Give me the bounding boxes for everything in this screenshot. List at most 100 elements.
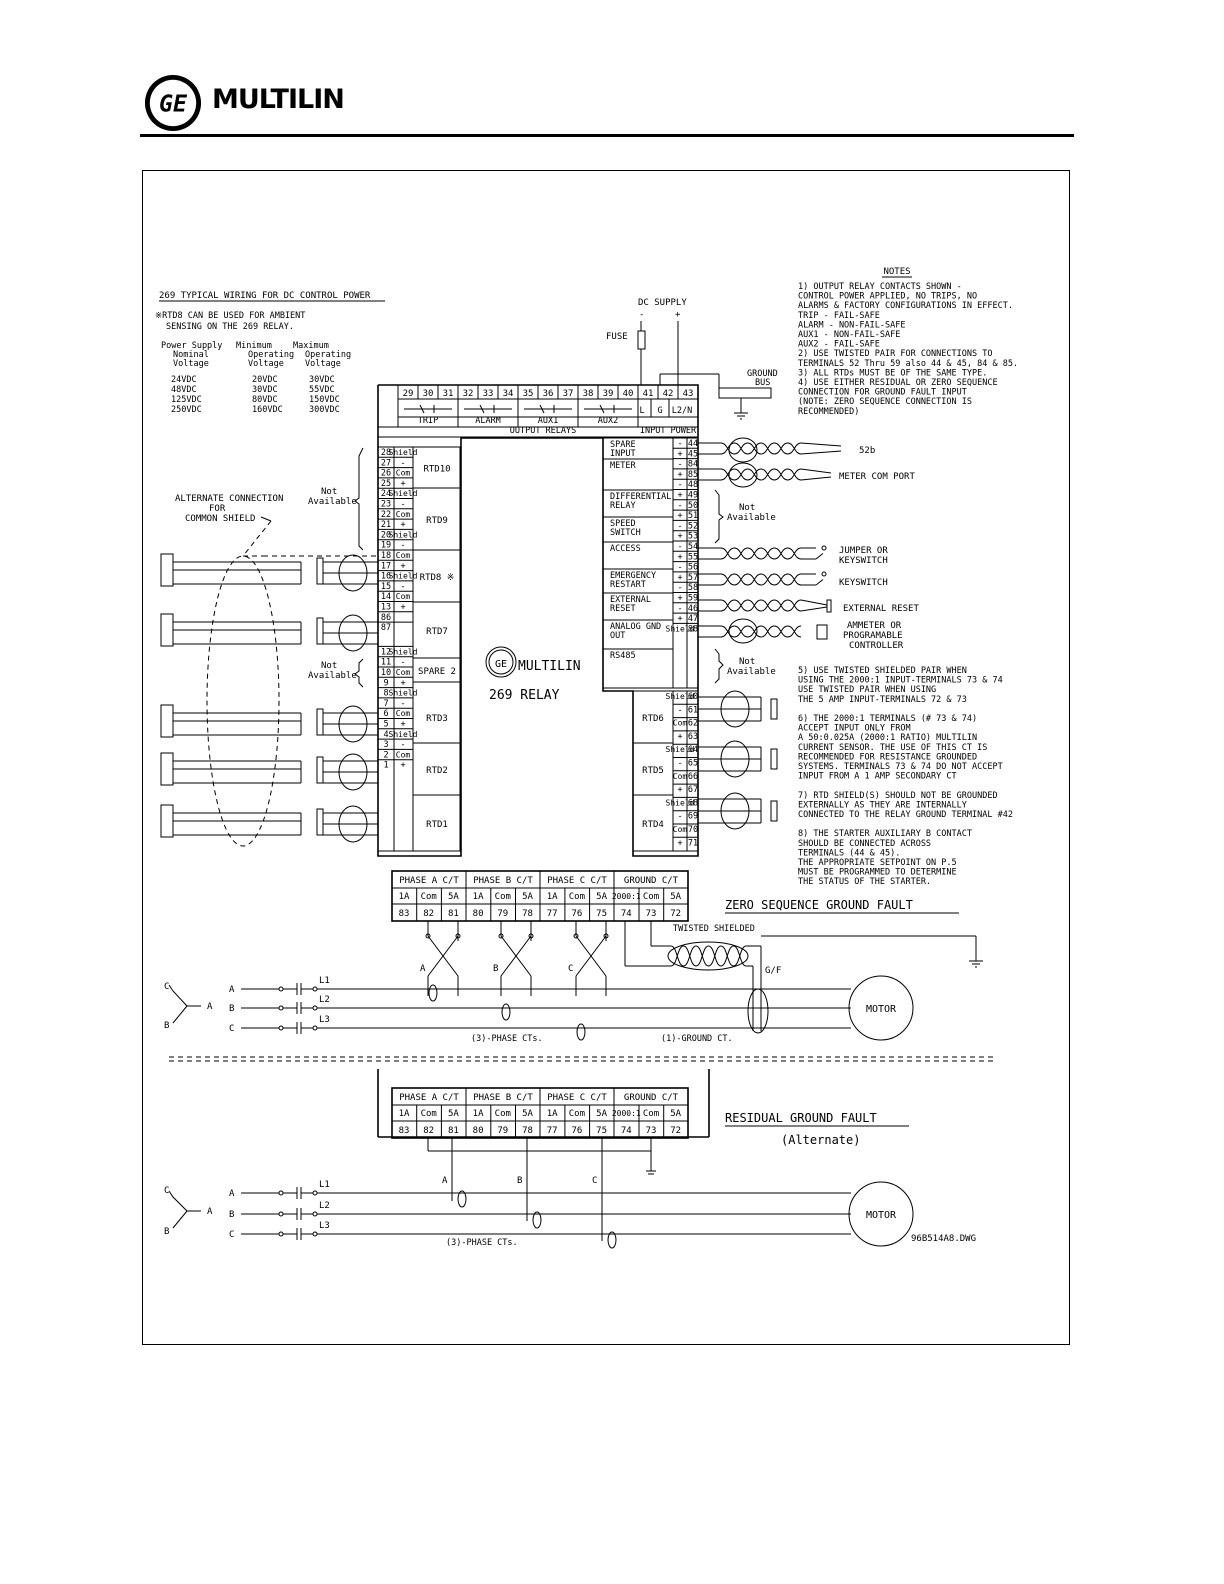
ct-group-label: GROUND C/T bbox=[624, 1093, 679, 1103]
ct-group-label: PHASE C C/T bbox=[547, 1093, 607, 1103]
terminal-number: 6 bbox=[383, 709, 388, 719]
fuse-label: FUSE bbox=[606, 332, 628, 342]
input-block-label: ANALOG GND bbox=[610, 622, 661, 632]
brace bbox=[714, 648, 724, 684]
wire-line bbox=[242, 520, 272, 557]
circle bbox=[312, 1025, 318, 1031]
ct-terminal-number: 81 bbox=[448, 909, 459, 919]
ct-terminal-number: 79 bbox=[497, 909, 508, 919]
ct-terminal-number: 73 bbox=[646, 1126, 657, 1136]
terminal-polarity: Shield bbox=[389, 448, 418, 457]
circle bbox=[573, 933, 579, 939]
terminal-polarity: - bbox=[677, 604, 682, 614]
not-available-label: Not bbox=[739, 657, 755, 667]
twisted-pair bbox=[720, 599, 802, 612]
power-label: L bbox=[639, 406, 644, 416]
ct-group-label: PHASE A C/T bbox=[399, 1093, 459, 1103]
rtd-sensor bbox=[160, 752, 174, 786]
phase-label: C bbox=[164, 1186, 169, 1196]
circle bbox=[312, 1231, 318, 1237]
terminal-polarity: + bbox=[400, 479, 405, 489]
input-block-label: RS485 bbox=[610, 651, 636, 661]
ct-sub-label: 5A bbox=[448, 1109, 459, 1119]
terminal-number: 55 bbox=[688, 552, 698, 562]
contact-52b-label: 52b bbox=[859, 446, 875, 456]
three-phase-cts-label: (3)-PHASE CTs. bbox=[446, 1238, 518, 1248]
line-label: L3 bbox=[319, 1221, 330, 1231]
terminal-number: 41 bbox=[643, 389, 654, 399]
terminal-number: 84 bbox=[688, 460, 698, 470]
rtd-sensor-element bbox=[316, 617, 324, 645]
jumper-label: KEYSWITCH bbox=[839, 556, 888, 566]
ct-sub-label: Com bbox=[495, 892, 511, 902]
ct-terminal-number: 83 bbox=[399, 909, 410, 919]
wire-line bbox=[815, 553, 824, 560]
ct-terminal-number: 80 bbox=[473, 909, 484, 919]
terminal-number: 2 bbox=[383, 750, 388, 760]
terminal-number: 54 bbox=[688, 542, 698, 552]
wire-line bbox=[800, 450, 842, 455]
wire-line bbox=[500, 935, 532, 977]
terminal-number: 50 bbox=[688, 501, 698, 511]
supply-table-cell: 20VDC bbox=[252, 375, 278, 385]
phase-label: A bbox=[229, 1189, 235, 1199]
terminal-number: 21 bbox=[381, 520, 391, 530]
terminal-polarity: + bbox=[400, 603, 405, 613]
terminal-number: 14 bbox=[381, 592, 391, 602]
cable-shield bbox=[720, 792, 750, 830]
note-line: RECOMMENDED FOR RESISTANCE GROUNDED bbox=[798, 752, 977, 762]
terminal-number: 70 bbox=[688, 825, 698, 835]
ct-sub-label: 2000:1 bbox=[612, 892, 641, 901]
terminal-polarity: + bbox=[400, 720, 405, 730]
supply-table-header: Voltage bbox=[305, 359, 341, 369]
line-label: L1 bbox=[319, 1180, 330, 1190]
note-line: TRIP - FAIL-SAFE bbox=[798, 311, 880, 321]
alternate-connection-label: FOR bbox=[209, 504, 226, 514]
supply-table-header: Operating bbox=[248, 350, 294, 360]
terminal-number: 61 bbox=[688, 705, 698, 715]
terminal-number: 43 bbox=[683, 389, 694, 399]
ct-terminal-number: 79 bbox=[497, 1126, 508, 1136]
terminal-polarity: + bbox=[677, 449, 682, 459]
terminal-number: 60 bbox=[688, 692, 698, 702]
brand-name: MULTILIN bbox=[212, 84, 345, 115]
terminal-polarity: Shield bbox=[389, 530, 418, 539]
terminal-number: 23 bbox=[381, 500, 391, 510]
ge-logo-icon bbox=[488, 649, 514, 675]
residual-title: RESIDUAL GROUND FAULT bbox=[725, 1111, 877, 1125]
not-available-label: Available bbox=[727, 667, 776, 677]
ct-group-label: PHASE B C/T bbox=[473, 876, 533, 886]
rtd-sensor bbox=[160, 804, 174, 838]
ct-group-label: PHASE A C/T bbox=[399, 876, 459, 886]
terminal-number: 25 bbox=[381, 479, 391, 489]
rtd-sensor bbox=[160, 704, 174, 738]
terminal-polarity: Com bbox=[396, 709, 411, 718]
rtd-block-label: RTD3 bbox=[426, 714, 448, 724]
twisted-pair bbox=[720, 547, 802, 560]
terminal-number: 36 bbox=[543, 389, 554, 399]
note-line: AUX2 - FAIL-SAFE bbox=[798, 340, 880, 350]
ct-sub-label: 1A bbox=[547, 892, 558, 902]
terminal-polarity: - bbox=[677, 501, 682, 511]
ct-terminal-number: 76 bbox=[571, 1126, 582, 1136]
note-line: INPUT FROM A 1 AMP SECONDARY CT bbox=[798, 772, 957, 782]
terminal-polarity: - bbox=[677, 460, 682, 470]
note-line: ALARM - NON-FAIL-SAFE bbox=[798, 320, 905, 330]
terminal-number: 31 bbox=[443, 389, 454, 399]
terminal-number: 19 bbox=[381, 541, 391, 551]
ct-sub-label: Com bbox=[569, 1109, 585, 1119]
phase-ct bbox=[457, 1190, 467, 1208]
rtd-block-label: RTD5 bbox=[642, 766, 664, 776]
ct-terminal-number: 75 bbox=[596, 1126, 607, 1136]
input-block-label: EXTERNAL bbox=[610, 595, 651, 605]
terminal-polarity: + bbox=[677, 785, 682, 795]
three-phase-cts-label: (3)-PHASE CTs. bbox=[471, 1034, 543, 1044]
terminal-polarity: + bbox=[677, 614, 682, 624]
input-block-label: SWITCH bbox=[610, 528, 641, 538]
phase-label: C bbox=[164, 982, 169, 992]
input-block-label: ACCESS bbox=[610, 544, 641, 554]
note-line: AUX1 - NON-FAIL-SAFE bbox=[798, 330, 900, 340]
terminal-number: 3 bbox=[383, 740, 388, 750]
motor-symbol bbox=[848, 975, 914, 1041]
terminal-number: 5 bbox=[383, 720, 388, 730]
